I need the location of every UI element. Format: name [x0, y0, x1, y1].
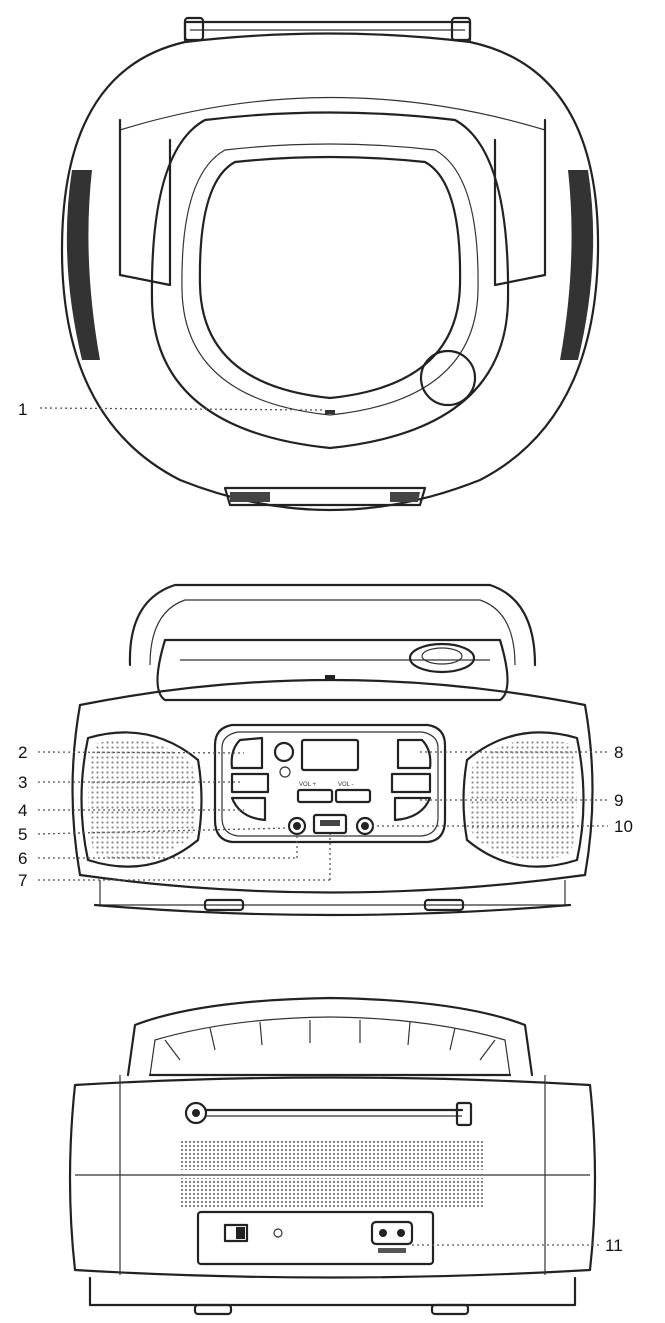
callout-4: 4 [18, 801, 27, 820]
callout-6: 6 [18, 849, 27, 868]
callout-7: 7 [18, 871, 27, 890]
vol-plus-label: VOL + [299, 782, 316, 788]
callout-1: 1 [18, 400, 27, 419]
vent-grille [180, 1140, 485, 1208]
callout-10: 10 [614, 817, 633, 836]
leader-2 [37, 751, 245, 754]
callout-11: 11 [605, 1236, 623, 1255]
callout-labels: 1 2 3 4 5 6 7 8 9 10 11 [18, 400, 633, 1255]
back-view [68, 996, 597, 1316]
vol-minus-label: VOL - [338, 782, 353, 788]
callout-8: 8 [614, 743, 623, 762]
top-view [60, 16, 600, 512]
callout-9: 9 [614, 791, 623, 810]
callout-leaders [37, 407, 608, 1246]
callout-3: 3 [18, 773, 27, 792]
leader-1 [39, 407, 323, 411]
callout-5: 5 [18, 825, 27, 844]
callout-2: 2 [18, 743, 27, 762]
front-view [71, 583, 594, 917]
leader-5 [37, 827, 290, 835]
